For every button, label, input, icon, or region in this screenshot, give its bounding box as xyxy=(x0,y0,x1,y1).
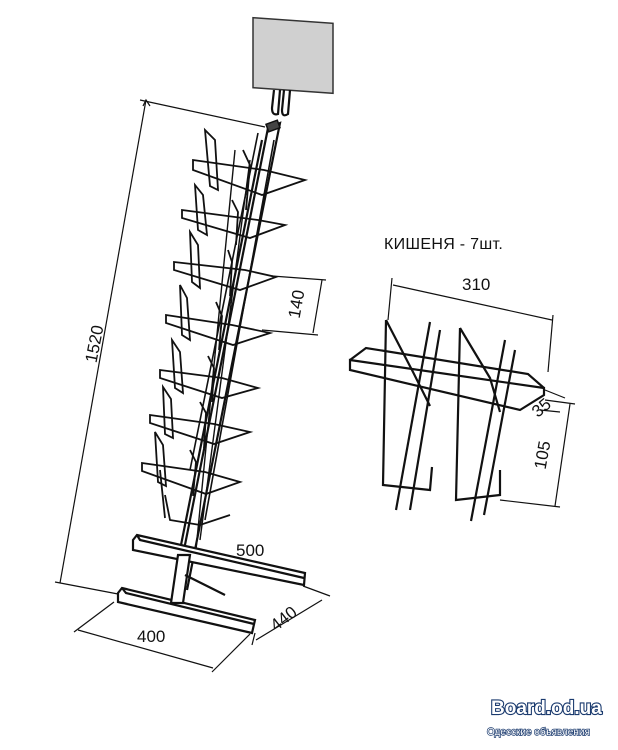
crossbar-length-label: 500 xyxy=(236,541,264,560)
sign-holder xyxy=(252,16,334,117)
stand-dimensions xyxy=(54,98,331,673)
base-width-label: 400 xyxy=(137,627,165,646)
pocket-caption: КИШЕНЯ - 7шт. xyxy=(384,236,503,253)
watermark: Board.od.ua Одесские объявления xyxy=(486,697,603,739)
pocket-width-label: 310 xyxy=(462,275,490,294)
pocket-height-label: 105 xyxy=(531,439,555,470)
sign-clip xyxy=(270,89,292,117)
pocket-depth-label: 35 xyxy=(528,394,555,421)
sign-card xyxy=(252,16,334,95)
watermark-subtitle: Одесские объявления xyxy=(487,726,590,738)
stand-frame xyxy=(174,119,282,591)
pocket-dimensions xyxy=(387,277,576,508)
stand-height-label: 1520 xyxy=(82,324,108,365)
stand-pockets xyxy=(141,127,309,526)
watermark-site: Board.od.ua xyxy=(491,698,602,719)
pocket-detail xyxy=(348,319,546,522)
stand-base xyxy=(116,533,307,635)
pocket-spacing-label: 140 xyxy=(285,288,309,319)
